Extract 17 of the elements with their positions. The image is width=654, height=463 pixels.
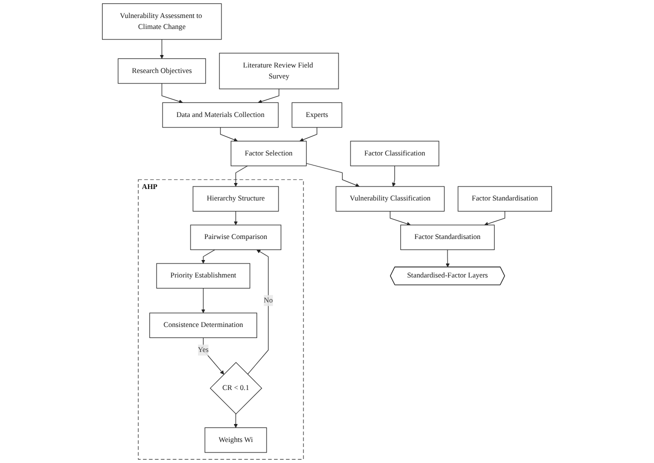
- arrow: [390, 210, 411, 226]
- arrow: [306, 163, 360, 188]
- arrow: [234, 166, 248, 187]
- arrow: [300, 127, 318, 142]
- arrow: [220, 127, 238, 142]
- arrow: [160, 39, 164, 59]
- arrow: [258, 88, 280, 104]
- arrow: [234, 414, 238, 428]
- arrow: [201, 288, 206, 314]
- arrow: [484, 210, 506, 226]
- arrow: [247, 250, 269, 375]
- arrow: [201, 249, 216, 264]
- arrow: [392, 166, 396, 187]
- arrow: [234, 210, 238, 226]
- arrow: [446, 249, 450, 268]
- arrow: [202, 337, 224, 374]
- arrow: [162, 83, 183, 104]
